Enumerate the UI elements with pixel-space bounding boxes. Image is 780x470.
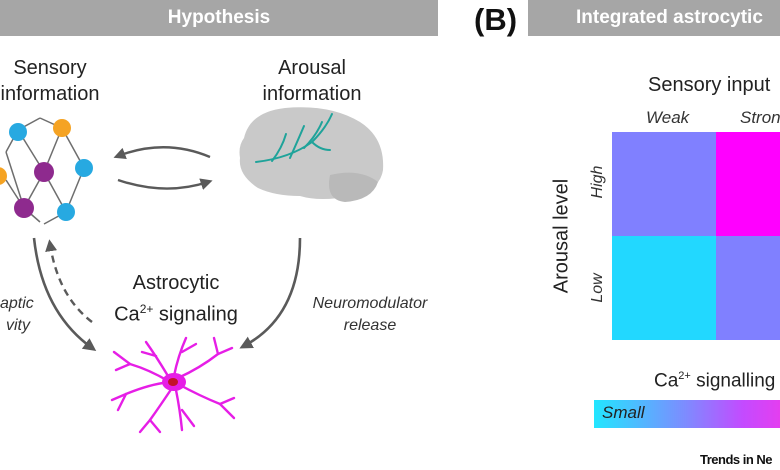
panel-a-header: Hypothesis — [0, 0, 438, 36]
cell-low-strong — [716, 236, 780, 340]
network-node-blue-3 — [57, 203, 75, 221]
brain-vessels — [255, 113, 333, 163]
network-node-orange-2 — [0, 167, 7, 185]
astrocytic-label-line-2: Ca2+ signaling — [96, 296, 256, 328]
scale-small-label: Small — [602, 403, 645, 422]
arousal-level-text: Arousal level — [550, 178, 573, 294]
arousal-label-line-2: information — [262, 83, 362, 105]
cell-high-strong — [716, 132, 780, 236]
arousal-label: Arousal information — [242, 55, 382, 107]
synaptic-activity-label: aptic vity — [0, 293, 34, 337]
cell-low-weak — [612, 236, 716, 340]
network-node-blue-1 — [9, 123, 27, 141]
panel-b-letter: (B) — [474, 2, 518, 37]
synaptic-line-2: vity — [6, 317, 30, 334]
astro-signaling: signaling — [153, 303, 238, 326]
sensory-input-title: Sensory input — [648, 74, 771, 96]
astro-ca: Ca — [114, 303, 140, 326]
neuromodulator-line-1: Neuromodulator — [312, 295, 428, 312]
astrocytic-label: Astrocytic Ca2+ signaling — [96, 270, 256, 328]
neuromodulator-line-2: release — [343, 317, 397, 334]
scale-ca: Ca — [654, 370, 679, 392]
sensory-label-line-2: information — [0, 83, 100, 105]
sensory-label: Sensory information — [0, 55, 120, 107]
astrocytic-label-line-1: Astrocytic — [132, 272, 220, 294]
network-node-purple-1 — [34, 162, 54, 182]
network-node-purple-2 — [14, 198, 34, 218]
arrow-arousal-to-sensory — [113, 146, 211, 160]
scale-signalling: signalling — [690, 370, 776, 392]
col-strong-label: Stron — [740, 108, 780, 127]
scale-ca-sup: 2+ — [678, 370, 691, 382]
cerebellum-shape — [329, 172, 378, 202]
arrow-sensory-to-astrocyte — [32, 237, 97, 352]
arrow-arousal-to-astrocyte — [239, 237, 302, 349]
scale-gradient-bar — [594, 400, 780, 428]
neuromodulator-label: Neuromodulator release — [300, 293, 440, 337]
cell-high-weak — [612, 132, 716, 236]
scale-title: Ca2+ signalling — [654, 370, 775, 392]
astro-ca-sup: 2+ — [139, 302, 154, 316]
col-weak-label: Weak — [646, 108, 690, 127]
network-node-orange-1 — [53, 119, 71, 137]
synaptic-line-1: aptic — [0, 295, 34, 312]
arrow-sensory-to-arousal — [117, 178, 213, 190]
sensory-label-line-1: Sensory — [13, 57, 87, 79]
network-node-blue-2 — [75, 159, 93, 177]
row-low-label: Low — [589, 273, 606, 303]
arousal-label-line-1: Arousal — [278, 57, 346, 79]
row-high-label: High — [589, 165, 606, 199]
arrow-astrocyte-to-sensory-dashed — [45, 239, 93, 323]
journal-footer: Trends in Ne — [700, 452, 773, 467]
panel-b-header: Integrated astrocytic — [528, 0, 780, 36]
astrocyte-nucleus — [168, 378, 178, 386]
